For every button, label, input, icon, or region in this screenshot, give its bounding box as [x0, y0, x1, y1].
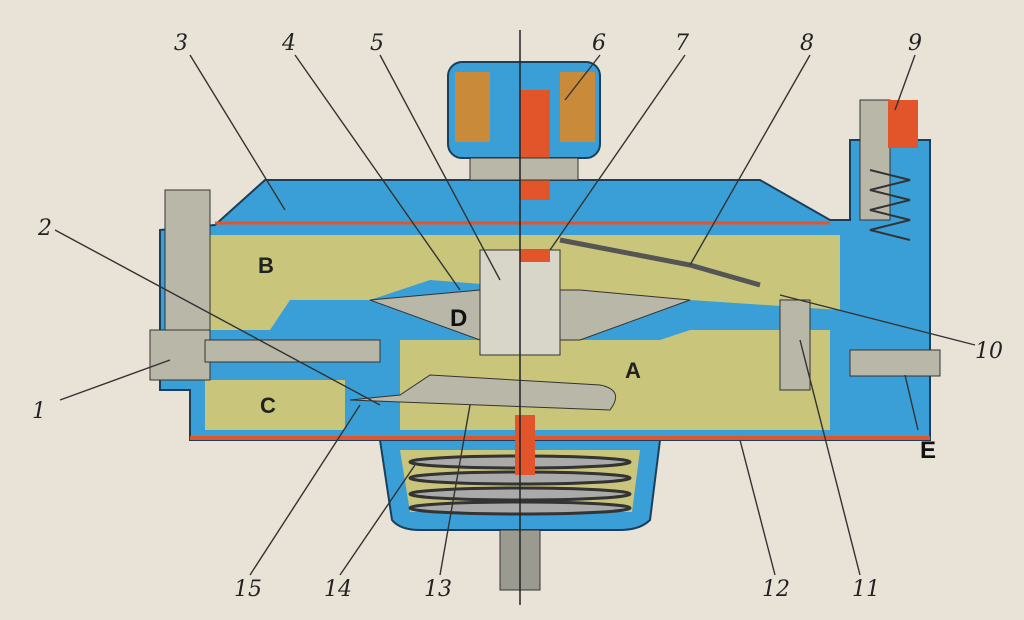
callout-5: 5 [370, 31, 384, 56]
chamber-label-d: D [450, 305, 467, 332]
lever-13 [349, 374, 617, 411]
callout-9: 9 [908, 31, 922, 56]
callout-11: 11 [852, 577, 880, 602]
callout-2: 2 [37, 216, 52, 241]
coil-left [455, 72, 490, 142]
valve-cap-9 [888, 100, 918, 148]
chamber-c-cavity [205, 380, 345, 430]
callout-10: 10 [975, 339, 1003, 364]
callout-13: 13 [424, 577, 452, 602]
callout-15: 15 [234, 577, 262, 602]
inlet-fitting-1 [149, 329, 211, 381]
chamber-label-a: A [625, 358, 641, 383]
solenoid-core [520, 90, 550, 200]
outlet-label-e: E [920, 437, 936, 464]
inlet-channel [204, 339, 381, 363]
callout-4: 4 [281, 31, 296, 56]
bolt-left [164, 189, 211, 331]
spring-9 [869, 169, 911, 241]
solenoid-base [469, 157, 579, 181]
leader-lines [54, 54, 976, 576]
outlet-fitting-e [849, 349, 941, 377]
callout-6: 6 [592, 31, 606, 56]
stem-lower [515, 415, 535, 475]
chamber-label-c: C [260, 393, 276, 418]
safety-valve-9 [859, 99, 891, 221]
callout-12: 12 [762, 577, 790, 602]
callout-14: 14 [324, 577, 352, 602]
callout-1: 1 [32, 399, 46, 424]
valve-seat-7 [520, 250, 550, 262]
chamber-label-b: B [258, 253, 274, 278]
post-11 [779, 299, 811, 391]
callout-7: 7 [675, 31, 689, 56]
coil-right [560, 72, 595, 142]
callout-3: 3 [174, 31, 188, 56]
callout-8: 8 [800, 31, 814, 56]
